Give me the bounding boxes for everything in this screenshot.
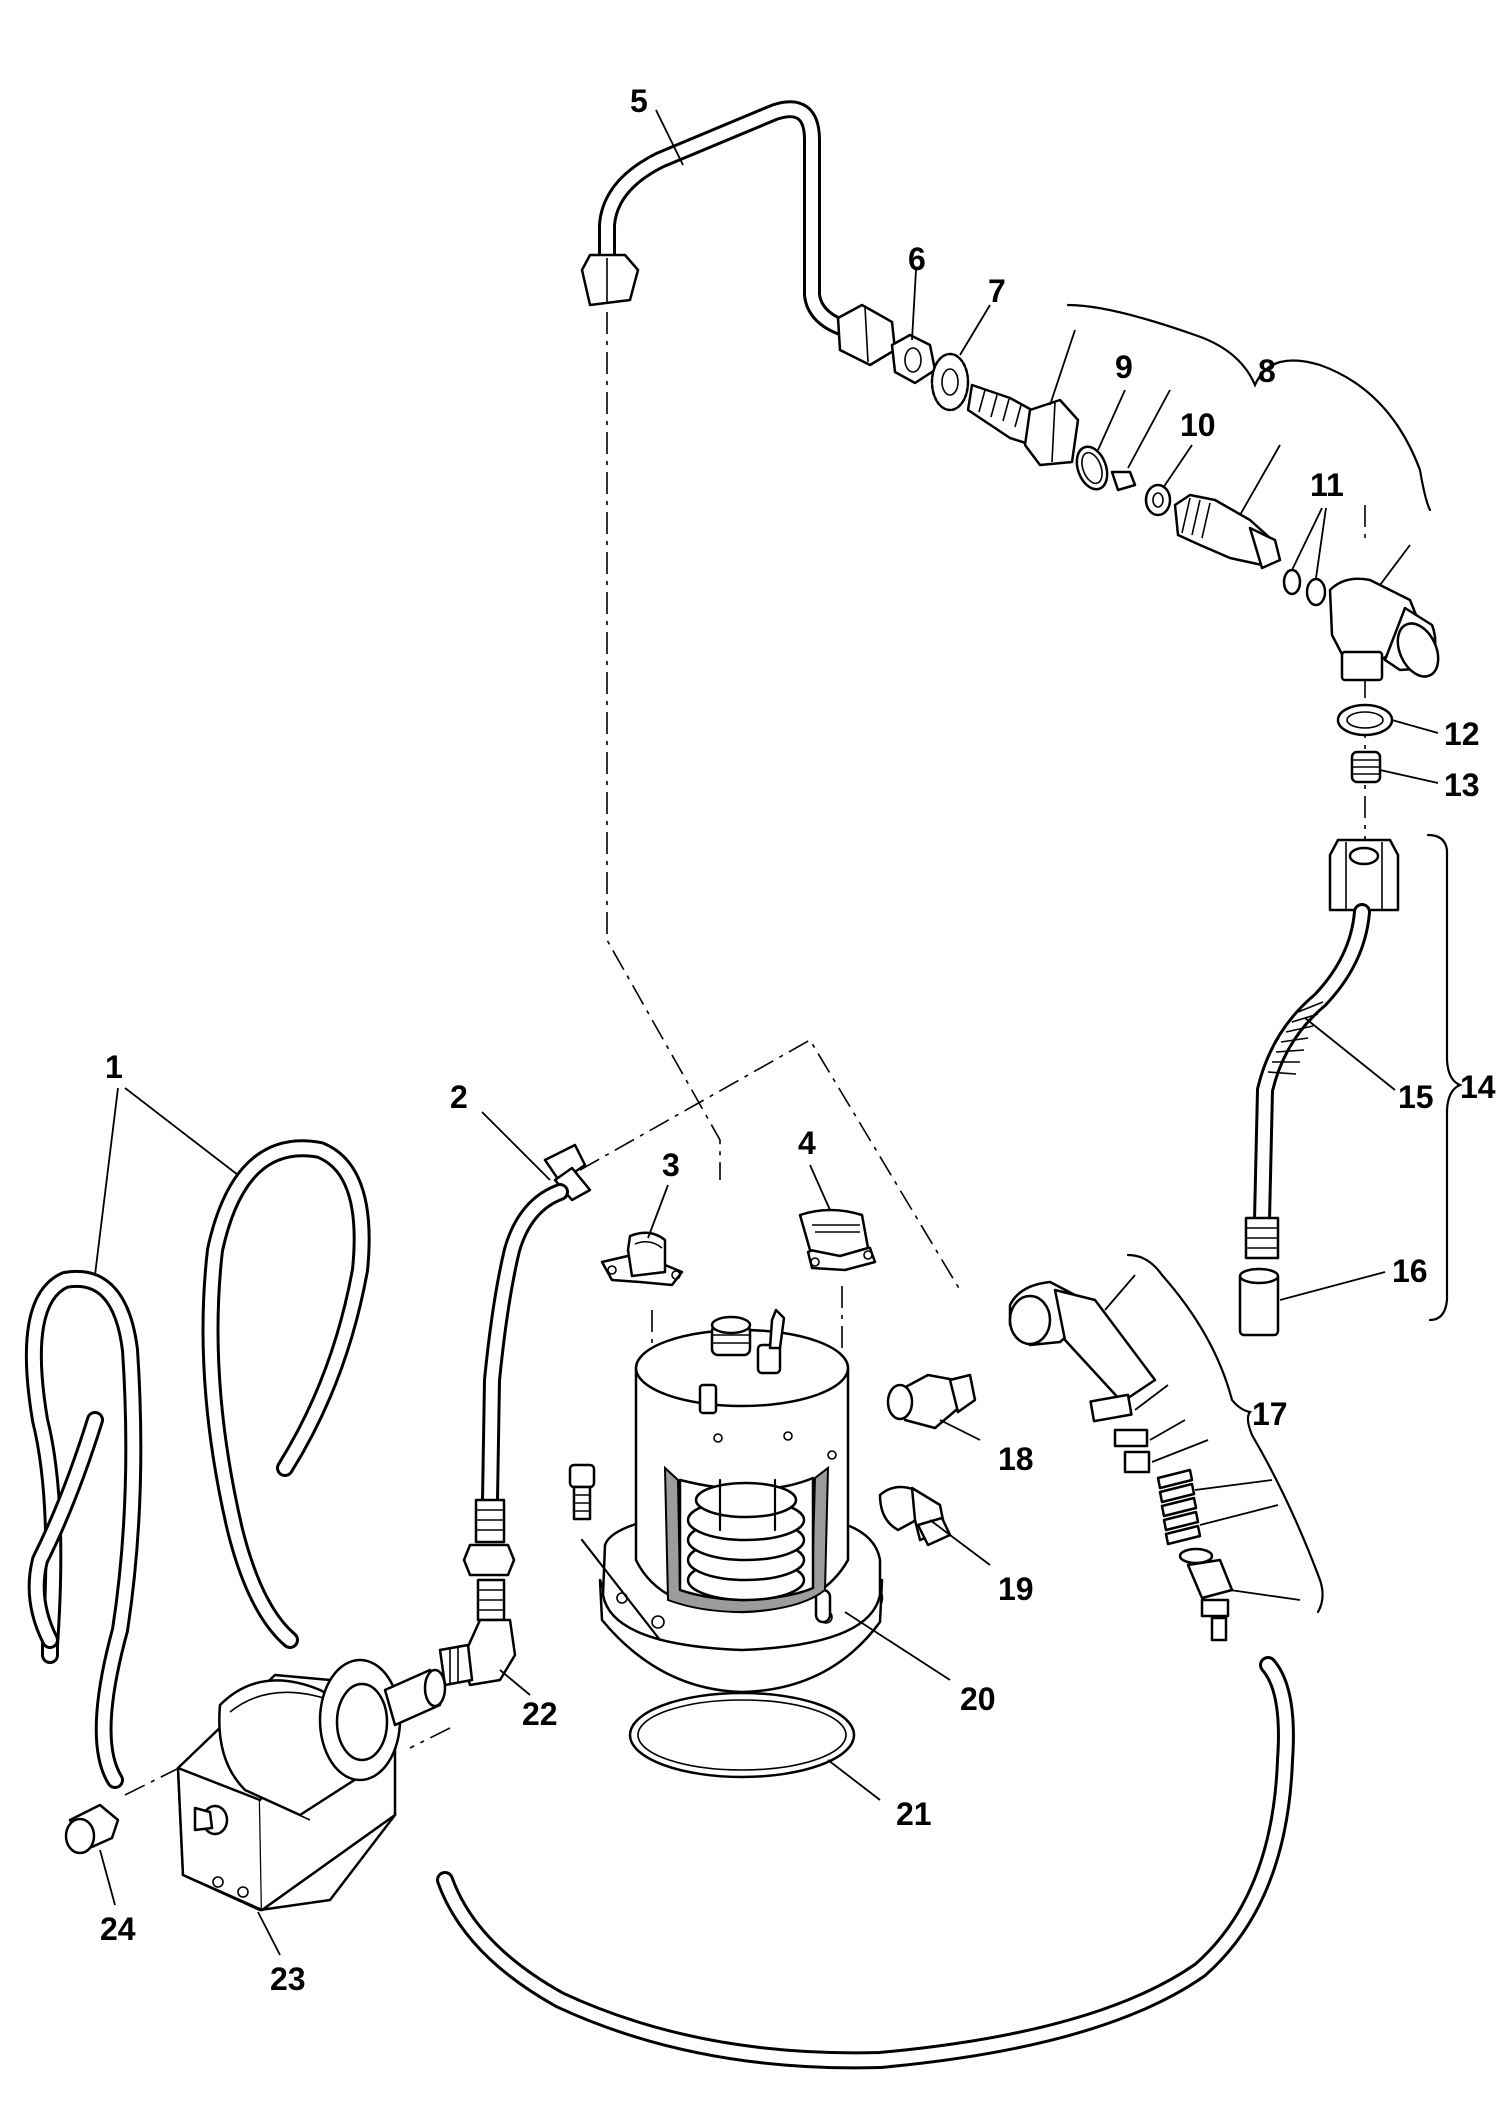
part-9-o-ring (1075, 389, 1126, 491)
valve-body (1173, 444, 1282, 570)
part-11-o-rings (1282, 507, 1327, 607)
callout-4: 4 (798, 1125, 816, 1161)
part-4-thermostat (798, 1208, 877, 1272)
callout-leaders (481, 109, 991, 1239)
callout-9: 9 (1115, 349, 1133, 385)
part-14-bracket (1426, 833, 1463, 1322)
callout-7: 7 (988, 273, 1006, 309)
callout-10: 10 (1180, 407, 1216, 443)
part-13-threaded-insert (1350, 750, 1439, 784)
part-18-fitting (886, 1373, 981, 1441)
callout-12: 12 (1444, 716, 1480, 752)
callout-20: 20 (960, 1681, 996, 1717)
part-15-flexible-hose (1244, 838, 1400, 1260)
valve-spring (1156, 1468, 1202, 1546)
part-10-pin-and-washer (1110, 389, 1193, 517)
part-5-rigid-tube (580, 100, 897, 367)
callout-18: 18 (998, 1441, 1034, 1477)
part-20-boiler (598, 1308, 951, 1694)
callout-15: 15 (1398, 1079, 1434, 1115)
part-12-o-ring (1336, 703, 1439, 737)
part-2-hose (462, 1143, 592, 1577)
part-8-bracket (1066, 303, 1432, 512)
callout-23: 23 (270, 1961, 306, 1997)
part-6-hex-nut (890, 333, 937, 385)
callout-22: 22 (522, 1696, 558, 1732)
callout-14: 14 (1460, 1069, 1496, 1105)
part-23-pump (176, 1658, 447, 1956)
callout-2: 2 (450, 1079, 468, 1115)
callout-16: 16 (1392, 1253, 1428, 1289)
part-8-valve-assembly (966, 329, 1080, 467)
callout-24: 24 (100, 1911, 136, 1947)
boiler-screw (568, 1463, 662, 1642)
callout-21: 21 (896, 1796, 932, 1832)
part-7-lock-washer (930, 352, 970, 412)
callout-17: 17 (1252, 1396, 1288, 1432)
callout-19: 19 (998, 1571, 1034, 1607)
part-16-sleeve (1238, 1267, 1386, 1337)
callout-5: 5 (630, 83, 648, 119)
part-17-bracket (1126, 1253, 1324, 1614)
callout-8: 8 (1258, 353, 1276, 389)
callout-11: 11 (1310, 467, 1344, 503)
part-22-elbow (438, 1578, 531, 1696)
part-3-thermostat (600, 1231, 684, 1287)
callout-1: 1 (105, 1049, 123, 1085)
callout-13: 13 (1444, 767, 1480, 803)
part-1-flexible-tubes (24, 1087, 371, 1789)
callout-3: 3 (662, 1147, 680, 1183)
part-19-thermostat (878, 1485, 991, 1566)
part-24-fitting (64, 1803, 120, 1906)
elbow-fitting (1328, 544, 1440, 682)
part-21-gasket-ring (628, 1691, 881, 1801)
callout-labels: 1 2 3 4 5 6 7 8 9 10 11 12 13 14 15 16 1… (100, 83, 1496, 1997)
part-17-valve-kit (1008, 1274, 1301, 1642)
heating-element-coil (686, 1478, 806, 1602)
callout-6: 6 (908, 241, 926, 277)
